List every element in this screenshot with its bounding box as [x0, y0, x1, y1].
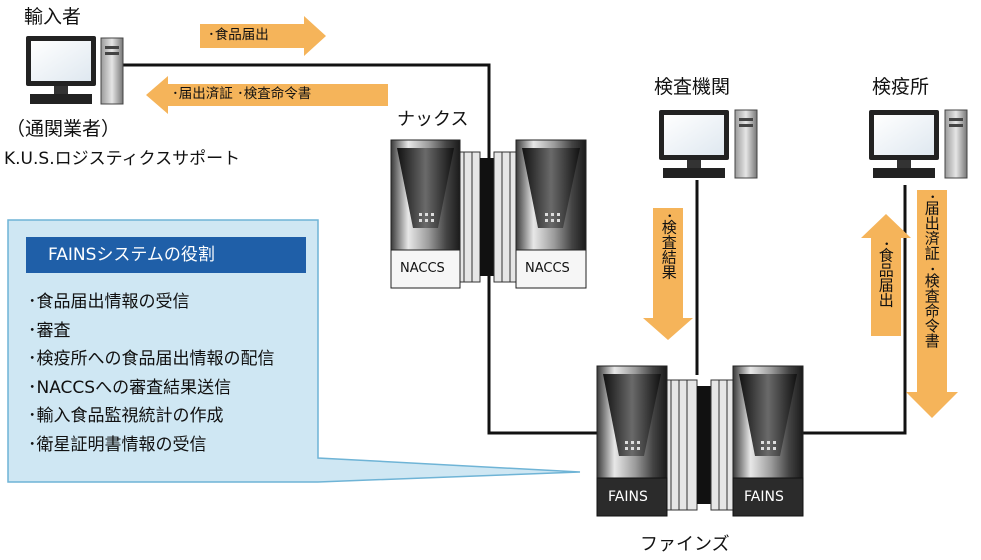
naccs-server-label-left: NACCS [400, 261, 445, 276]
list-item: ･食品届出情報の受信 [28, 292, 190, 312]
list-item: ･衛星証明書情報の受信 [28, 434, 207, 455]
fains-label: ファインズ [640, 534, 730, 555]
fains-roles-callout [7, 219, 581, 483]
arrow-food-notification-up [861, 214, 911, 336]
list-item: ･NACCSへの審査結果送信 [28, 377, 232, 398]
arrow-inspection-result-down [643, 208, 693, 340]
fains-roles-title: FAINSシステムの役割 [26, 237, 306, 273]
arrow-certificate-down-text: ･届出済証 ･検査命令書 [922, 193, 941, 348]
importer-company: K.U.S.ロジスティクスサポート [4, 149, 241, 169]
quarantine-station-label: 検疫所 [872, 76, 930, 98]
arrow-certificate-text: ･届出済証 ･検査命令書 [172, 86, 312, 102]
quarantine-station-computer-icon [869, 109, 968, 179]
fains-server-label-right: FAINS [744, 489, 784, 505]
fains-roles-list: ･食品届出情報の受信 ･審査 ･検疫所への食品届出情報の配信 ･NACCSへの審… [28, 288, 275, 459]
arrow-food-notification-up-text: ･食品届出 [876, 240, 895, 308]
arrow-food-notification-right [200, 16, 326, 56]
arrow-food-notification-text: ･食品届出 [208, 27, 269, 43]
importer-computer-icon [26, 36, 124, 105]
fains-server-icon [596, 365, 804, 517]
inspection-agency-label: 検査機関 [654, 76, 731, 98]
arrow-inspection-result-text: ･検査結果 [659, 212, 678, 280]
list-item: ･輸入食品監視統計の作成 [28, 406, 224, 426]
naccs-server-icon [390, 139, 587, 289]
importer-title: 輸入者 [24, 6, 82, 28]
fains-server-label-left: FAINS [608, 489, 648, 505]
list-item: ･審査 [28, 320, 71, 341]
importer-subtitle: （通関業者） [6, 118, 121, 140]
arrow-certificate-left [146, 76, 388, 114]
list-item: ･検疫所への食品届出情報の配信 [28, 349, 275, 369]
arrow-certificate-down [906, 190, 958, 418]
inspection-agency-computer-icon [659, 109, 758, 179]
naccs-server-label-right: NACCS [525, 261, 570, 276]
naccs-label: ナックス [397, 109, 469, 130]
